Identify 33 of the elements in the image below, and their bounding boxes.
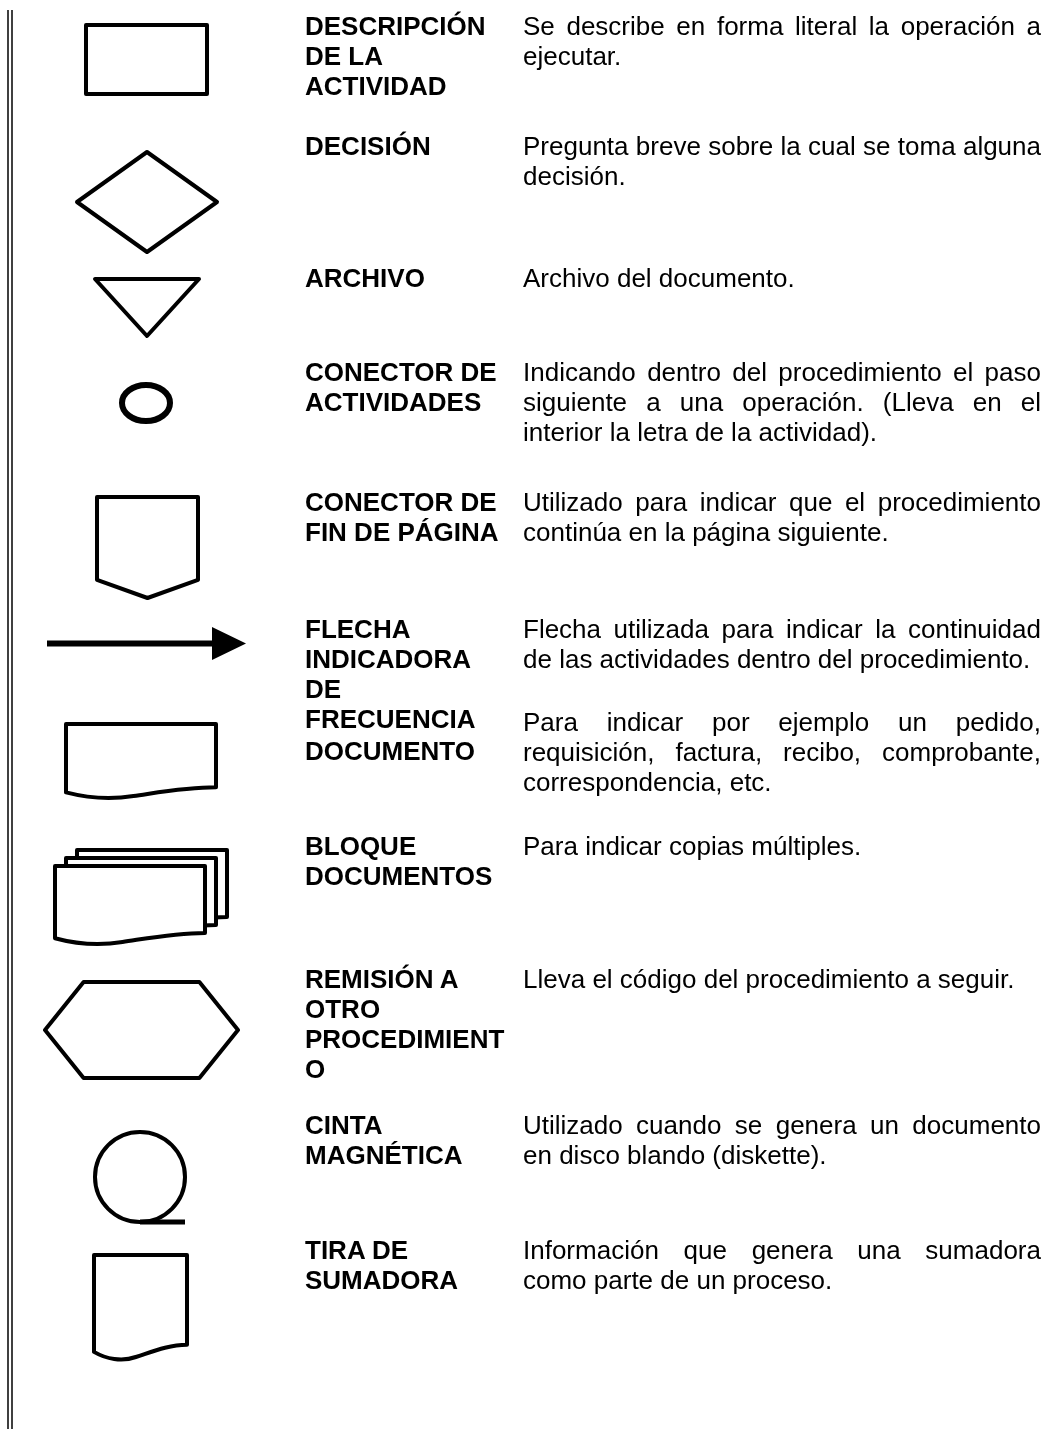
symbol-name: BLOQUE DOCUMENTOS xyxy=(305,831,494,891)
symbol-name: ARCHIVO xyxy=(305,263,426,293)
symbol-description: Lleva el código del procedimiento a seguir. xyxy=(523,964,1016,994)
symbol-description: Indicando dentro del procedimiento el paso siguiente a una operación. (Lleva en el interior la letra de la actividad). xyxy=(523,357,1041,447)
document-symbol xyxy=(64,722,218,800)
multiple-documents-symbol xyxy=(53,848,229,946)
symbol-description: Para indicar copias múltiples. xyxy=(523,831,863,861)
symbol-description: Se describe en forma literal la operación a ejecutar. xyxy=(523,11,1041,71)
symbol-name: DOCUMENTO xyxy=(305,736,476,766)
symbol-name: CONECTOR DE FIN DE PÁGINA xyxy=(305,487,500,547)
symbol-description: Para indicar por ejemplo un pedido, requisición, factura, recibo, comprobante, correspondencia, etc. xyxy=(523,707,1041,797)
symbol-description: Utilizado cuando se genera un documento en disco blando (diskette). xyxy=(523,1110,1041,1170)
symbol-name: CONECTOR DE ACTIVIDADES xyxy=(305,357,498,417)
symbol-name: REMISIÓN A OTRO PROCEDIMIENT O xyxy=(305,964,506,1084)
symbol-description: Archivo del documento. xyxy=(523,263,796,293)
adding-machine-strip-symbol xyxy=(92,1253,189,1362)
oval-symbol xyxy=(119,382,173,424)
arrow-symbol xyxy=(47,627,246,660)
symbol-description: Pregunta breve sobre la cual se toma alguna decisión. xyxy=(523,131,1041,191)
symbol-description: Flecha utilizada para indicar la continuidad de las actividades dentro del procedimiento. xyxy=(523,614,1041,674)
magnetic-tape-symbol xyxy=(93,1130,187,1225)
hexagon-symbol xyxy=(43,980,240,1080)
diamond-symbol xyxy=(75,150,219,254)
symbol-name: TIRA DE SUMADORA xyxy=(305,1235,460,1295)
symbol-name: FLECHA INDICADORA DE FRECUENCIA xyxy=(305,614,477,734)
symbol-description: Utilizado para indicar que el procedimiento continúa en la página siguiente. xyxy=(523,487,1041,547)
symbol-name: CINTA MAGNÉTICA xyxy=(305,1110,464,1170)
pentagon-symbol xyxy=(95,495,200,600)
rectangle-symbol xyxy=(84,23,209,96)
symbol-name: DESCRIPCIÓN DE LA ACTIVIDAD xyxy=(305,11,487,101)
symbol-name: DECISIÓN xyxy=(305,131,432,161)
inverted-triangle-symbol xyxy=(93,277,201,338)
symbol-description: Información que genera una sumadora como parte de un proceso. xyxy=(523,1235,1041,1295)
